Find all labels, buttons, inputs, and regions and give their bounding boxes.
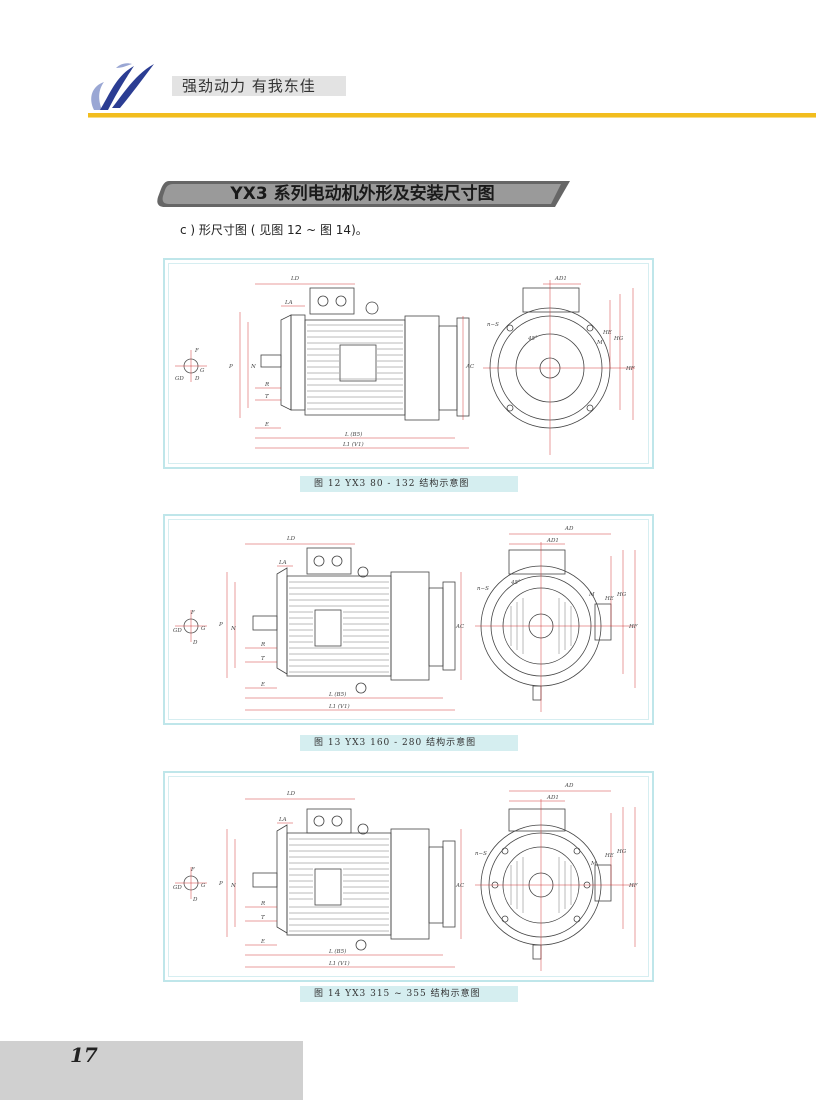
dimension-label: M	[596, 340, 603, 346]
title-banner	[157, 181, 570, 207]
dimension-label: HE	[604, 853, 614, 859]
motor-side-view	[252, 547, 456, 694]
figure-13-drawing: F G D GD	[173, 526, 638, 712]
dimension-label: N	[230, 883, 236, 889]
dimension-label: D	[192, 897, 198, 903]
figure-14-frame: F G D GD	[163, 771, 654, 982]
dimension-label: L1 (V1)	[328, 703, 350, 710]
dimension-label: AD1	[546, 795, 559, 801]
page-number: 17	[70, 1043, 98, 1067]
dimension-label: HF	[628, 883, 638, 889]
dimension-label: HE	[604, 596, 614, 602]
figure-14-caption: 图 14 YX3 315 ~ 355 结构示意图	[300, 986, 518, 1002]
dimension-label: L (B5)	[344, 431, 362, 438]
dimension-label: AD	[564, 526, 574, 532]
figure-13-frame: F G D GD	[163, 514, 654, 725]
section-title: YX3 系列电动机外形及安装尺寸图	[230, 184, 495, 204]
shaft-key-detail	[175, 350, 207, 382]
dimension-label: HG	[616, 849, 627, 855]
dimension-label: F	[190, 610, 195, 616]
figure-14-drawing: F G D GD	[173, 783, 638, 971]
dimension-label: R	[264, 382, 269, 388]
dimension-label: P	[228, 364, 233, 370]
dimension-label: G	[200, 368, 205, 374]
figure-13-caption: 图 13 YX3 160 - 280 结构示意图	[300, 735, 518, 751]
motor-side-view	[260, 287, 470, 421]
figure-12-caption: 图 12 YX3 80 - 132 结构示意图	[300, 476, 518, 492]
dimension-label: AC	[455, 883, 465, 889]
dimension-label: GD	[173, 628, 182, 634]
dimension-label: HG	[613, 336, 624, 342]
dimension-label: GD	[173, 885, 182, 891]
dimension-label: L1 (V1)	[342, 441, 364, 448]
dimension-label: LD	[290, 276, 300, 282]
dimension-label: n−S	[487, 322, 499, 328]
dimension-label: L (B5)	[328, 691, 346, 698]
dimension-label: P	[218, 881, 223, 887]
dimension-label: N	[250, 364, 256, 370]
dimension-label: M	[588, 592, 595, 598]
dimension-label: F	[190, 867, 195, 873]
dimension-label: L (B5)	[328, 948, 346, 955]
dimension-label: AD	[564, 783, 574, 789]
dimension-label: LD	[286, 791, 296, 797]
dimension-label: G	[201, 883, 206, 889]
dimension-label: D	[194, 376, 200, 382]
slogan: 强劲动力 有我东佳	[172, 76, 346, 96]
dimension-label: R	[260, 642, 265, 648]
dimension-label: T	[261, 915, 265, 921]
dimension-label: D	[192, 640, 198, 646]
dimension-label: M	[590, 861, 597, 867]
dimension-label: F	[194, 348, 199, 354]
footer-block	[0, 1041, 303, 1100]
header-rule	[88, 113, 816, 117]
figure-12-frame: F G D GD	[163, 258, 654, 469]
intro-text: c ) 形尺寸图 ( 见图 12 ~ 图 14)。	[180, 223, 368, 237]
dimension-label: 45°	[527, 336, 538, 342]
dimension-label: HF	[628, 624, 638, 630]
dimension-lines	[239, 283, 469, 449]
figure-12-drawing: F G D GD	[175, 276, 635, 455]
header-rule-thin	[88, 117, 816, 118]
dimension-label: E	[260, 939, 265, 945]
dimension-label: 45°	[510, 580, 521, 586]
dimension-label: R	[260, 901, 265, 907]
dimension-label: T	[261, 656, 265, 662]
dimension-label: E	[260, 682, 265, 688]
dimension-label: T	[265, 394, 269, 400]
dimension-label: N	[230, 626, 236, 632]
motor-end-view	[480, 549, 612, 701]
dimension-label: AC	[455, 624, 465, 630]
dimension-label: LA	[278, 560, 287, 566]
dimension-label: AC	[465, 364, 475, 370]
dimension-label: HE	[602, 330, 612, 336]
dimension-label: AD1	[546, 538, 559, 544]
dimension-label: n−S	[477, 586, 489, 592]
dimension-label: E	[264, 422, 269, 428]
dimension-label: L1 (V1)	[328, 960, 350, 967]
dimension-label: n−S	[475, 851, 487, 857]
dimension-label: LA	[284, 300, 293, 306]
motor-side-view	[252, 808, 456, 951]
dimension-label: P	[218, 622, 223, 628]
company-logo	[91, 63, 154, 110]
cooling-fins	[307, 324, 403, 410]
motor-end-view	[480, 808, 612, 960]
dimension-label: HF	[625, 366, 635, 372]
dimension-label: LD	[286, 536, 296, 542]
dimension-label: LA	[278, 817, 287, 823]
dimension-label: G	[201, 626, 206, 632]
dimension-label: GD	[175, 376, 184, 382]
dimension-label: HG	[616, 592, 627, 598]
dimension-label: AD1	[554, 276, 567, 282]
